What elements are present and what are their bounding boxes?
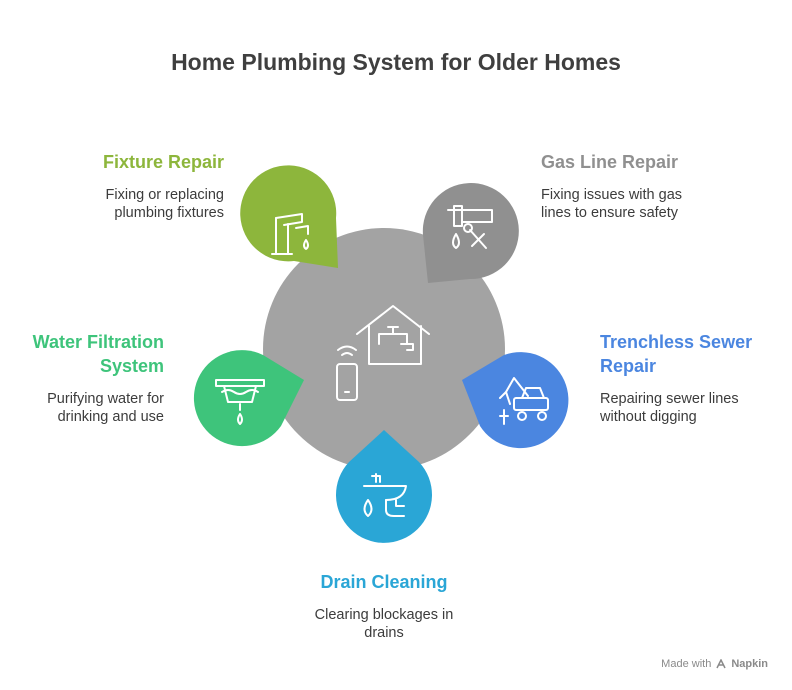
gas-line-repair-description: Fixing issues with gas lines to ensure s…	[541, 186, 741, 222]
water-filtration-description: Purifying water for drinking and use	[14, 390, 164, 426]
trenchless-sewer-repair-description-line: without digging	[600, 409, 697, 425]
trenchless-sewer-repair-label: Trenchless Sewer Repair	[600, 332, 753, 376]
drain-cleaning-description: Clearing blockages in drains	[284, 606, 484, 642]
water-filtration-description-line: drinking and use	[57, 409, 164, 425]
fixture-repair-description: Fixing or replacing plumbing fixtures	[44, 186, 224, 222]
page-title: Home Plumbing System for Older Homes	[171, 49, 621, 75]
trenchless-sewer-repair-description-line: Repairing sewer lines	[600, 391, 739, 407]
water-filtration-node	[193, 350, 304, 447]
center-hub	[263, 228, 505, 470]
gas-line-repair-node	[422, 183, 519, 283]
water-filtration-description-line: Purifying water for	[47, 391, 164, 407]
gas-line-repair-description-line: lines to ensure safety	[541, 205, 679, 221]
trenchless-sewer-repair-description: Repairing sewer lines without digging	[600, 390, 770, 426]
water-filtration-label: Water Filtration System	[32, 332, 164, 376]
gas-line-repair-description-line: Fixing issues with gas	[541, 187, 683, 203]
drain-cleaning-description-line: Clearing blockages in	[314, 607, 454, 623]
faucet-icon	[271, 213, 309, 255]
gas-line-repair-label: Gas Line Repair	[541, 152, 679, 172]
napkin-logo-icon	[716, 659, 726, 669]
drain-cleaning-label: Drain Cleaning	[320, 572, 448, 592]
smart-home-plumbing-icon	[336, 305, 430, 401]
excavator-icon	[499, 377, 549, 425]
fixture-repair-description-line: plumbing fixtures	[114, 205, 224, 221]
water-filter-icon	[215, 379, 265, 425]
wrench-pipe-icon	[447, 205, 493, 249]
fixture-repair-description-line: Fixing or replacing	[105, 187, 224, 203]
watermark-brand: Napkin	[731, 658, 768, 670]
sink-drain-icon	[363, 473, 407, 517]
trenchless-sewer-repair-node	[462, 352, 569, 449]
napkin-watermark[interactable]: Made with Napkin	[661, 658, 768, 670]
drain-cleaning-description-line: drains	[364, 625, 404, 641]
watermark-prefix: Made with	[661, 658, 712, 670]
fixture-repair-label: Fixture Repair	[102, 152, 224, 172]
